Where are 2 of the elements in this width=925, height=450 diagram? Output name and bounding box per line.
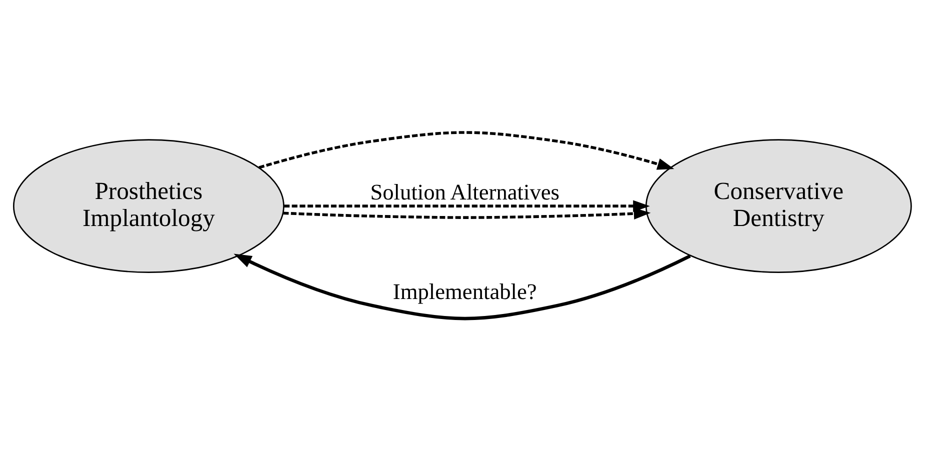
- edge-label: Implementable?: [392, 278, 537, 304]
- edge-label: Solution Alternatives: [370, 178, 560, 204]
